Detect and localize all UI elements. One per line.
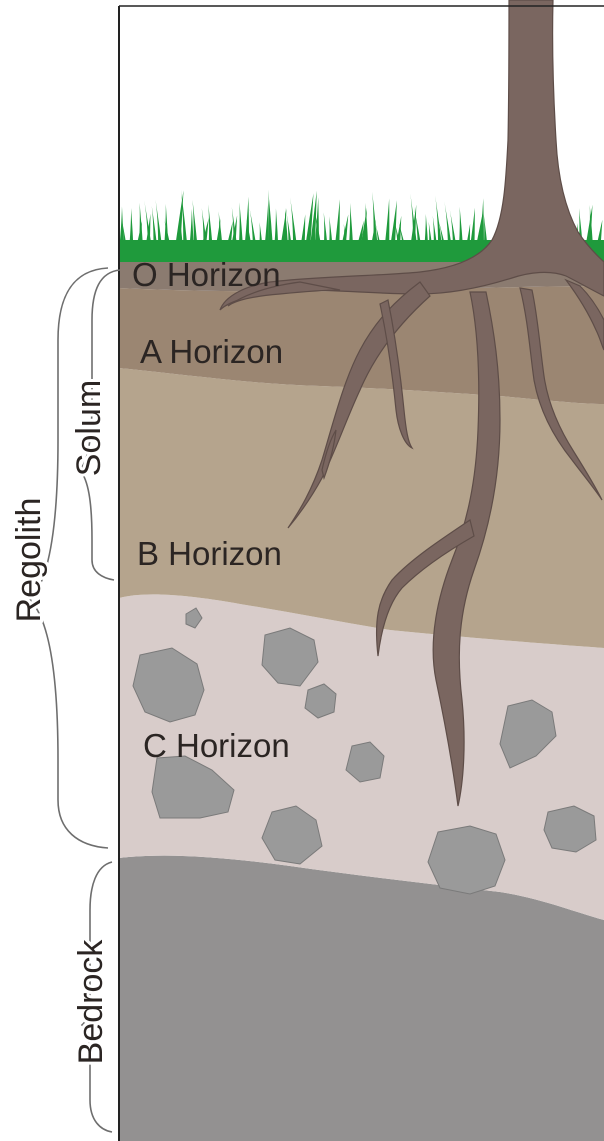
b-horizon-label: B Horizon	[137, 535, 282, 572]
c-horizon-label: C Horizon	[143, 727, 290, 764]
a-horizon-label: A Horizon	[140, 333, 283, 370]
rock	[544, 806, 596, 852]
o-horizon-label: O Horizon	[132, 256, 281, 293]
rock	[428, 826, 505, 894]
bedrock-label: Bedrock	[72, 939, 110, 1065]
solum-label: Solum	[70, 380, 108, 476]
bedrock-layer	[119, 856, 604, 1141]
regolith-label: Regolith	[10, 498, 48, 623]
